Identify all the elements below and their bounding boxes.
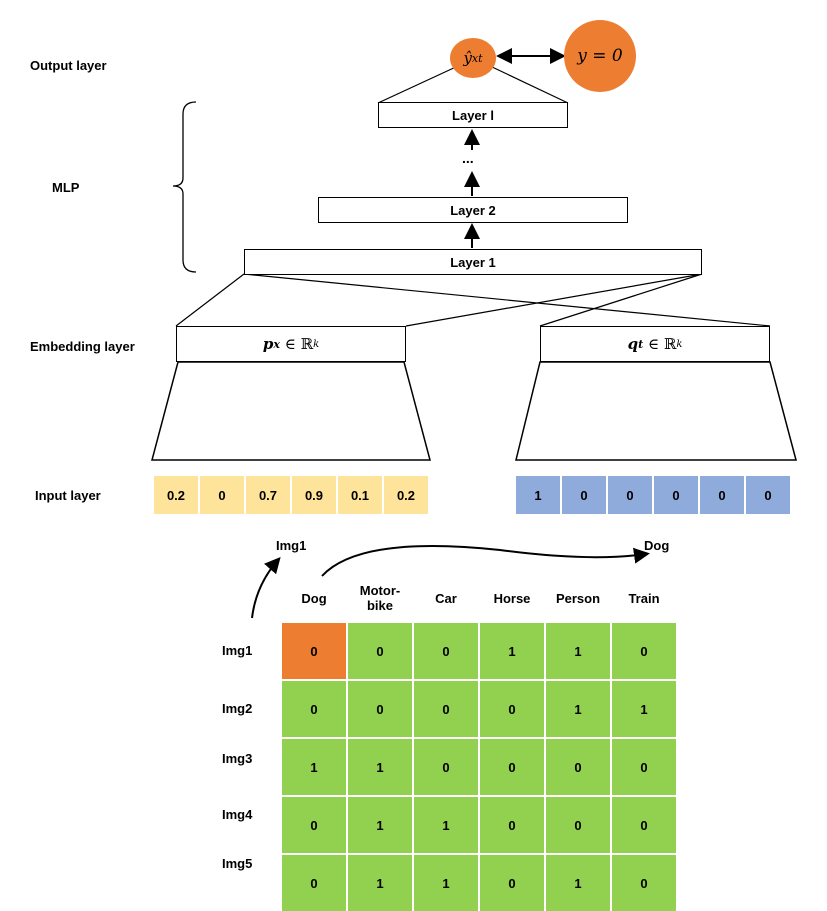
matrix-cell: 1 [546,855,610,911]
col-header-person: Person [555,591,601,606]
embedding-trapezoid-left [151,361,431,461]
p-exponent: k [313,338,320,350]
prediction-symbol: ŷ [463,49,472,67]
q-symbol: q [627,335,639,353]
input-right-cell: 0 [746,476,790,514]
row-header-img2: Img2 [222,701,253,716]
q-set: ∈ ℝ [647,335,677,353]
input-left-cell: 0.1 [338,476,382,514]
input-right-cell: 0 [654,476,698,514]
arrow-to-img1 [251,556,281,619]
matrix-cell-highlighted: 0 [282,623,346,679]
prediction-subscript: xt [471,51,483,65]
q-subscript: t [638,337,644,351]
matrix-cell: 0 [414,681,478,737]
matrix-cell: 1 [348,797,412,853]
row-header-img3: Img3 [222,751,253,766]
matrix-cell: 0 [546,739,610,795]
matrix-cell: 1 [282,739,346,795]
matrix-cell: 0 [282,855,346,911]
input-layer-label: Input layer [35,488,101,503]
input-right-cell: 0 [562,476,606,514]
matrix-cell: 0 [612,739,676,795]
row-header-img4: Img4 [222,807,253,822]
q-exponent: k [676,338,683,350]
matrix-cell: 0 [414,623,478,679]
p-subscript: x [273,337,280,351]
embedding-layer-label: Embedding layer [30,339,135,354]
matrix-cell: 0 [348,681,412,737]
p-set: ∈ ℝ [284,335,314,353]
interaction-matrix: 0 0 0 1 1 0 0 0 0 0 1 1 1 1 0 0 0 0 0 1 … [282,623,676,911]
matrix-cell: 0 [480,855,544,911]
matrix-cell: 1 [414,797,478,853]
input-left-cell: 0.9 [292,476,336,514]
input-right-cell: 0 [700,476,744,514]
mlp-label: MLP [52,180,80,195]
layer-2-box: Layer 2 [318,197,628,223]
matrix-cell: 0 [612,797,676,853]
input-right-cell: 1 [516,476,560,514]
target-value: y = 0 [577,46,623,66]
input-left-cell: 0.2 [154,476,198,514]
col-header-motorbike: Motor- bike [359,583,401,613]
layer-1-box: Layer 1 [244,249,702,275]
matrix-cell: 1 [546,623,610,679]
arrow-label-dog: Dog [644,538,670,553]
col-header-dog: Dog [301,591,327,606]
matrix-cell: 1 [348,855,412,911]
mlp-brace [172,101,197,273]
arrow-label-img1: Img1 [276,538,307,553]
input-vector-left: 0.2 0 0.7 0.9 0.1 0.2 [154,476,430,514]
target-node: y = 0 [564,20,636,92]
arrow-to-dog [321,545,650,577]
col-header-car: Car [435,591,457,606]
input-right-cell: 0 [608,476,652,514]
input-vector-right: 1 0 0 0 0 0 [516,476,792,514]
input-left-cell: 0 [200,476,244,514]
matrix-cell: 1 [480,623,544,679]
matrix-cell: 0 [480,739,544,795]
matrix-cell: 0 [546,797,610,853]
input-left-cell: 0.2 [384,476,428,514]
matrix-cell: 0 [414,739,478,795]
matrix-cell: 0 [612,855,676,911]
embedding-trapezoid-right [515,361,797,461]
p-symbol: p [262,335,274,353]
input-left-cell: 0.7 [246,476,290,514]
matrix-cell: 1 [414,855,478,911]
matrix-cell: 1 [612,681,676,737]
row-header-img5: Img5 [222,856,253,871]
layer-l-box: Layer l [378,102,568,128]
row-header-img1: Img1 [222,643,253,658]
matrix-cell: 0 [282,681,346,737]
matrix-cell: 0 [612,623,676,679]
col-header-horse: Horse [493,591,531,606]
matrix-cell: 1 [348,739,412,795]
layers-ellipsis: ... [462,150,474,166]
matrix-cell: 0 [282,797,346,853]
matrix-cell: 0 [348,623,412,679]
matrix-cell: 0 [480,681,544,737]
col-header-train: Train [628,591,660,606]
matrix-cell: 1 [546,681,610,737]
matrix-cell: 0 [480,797,544,853]
output-layer-label: Output layer [30,58,107,73]
